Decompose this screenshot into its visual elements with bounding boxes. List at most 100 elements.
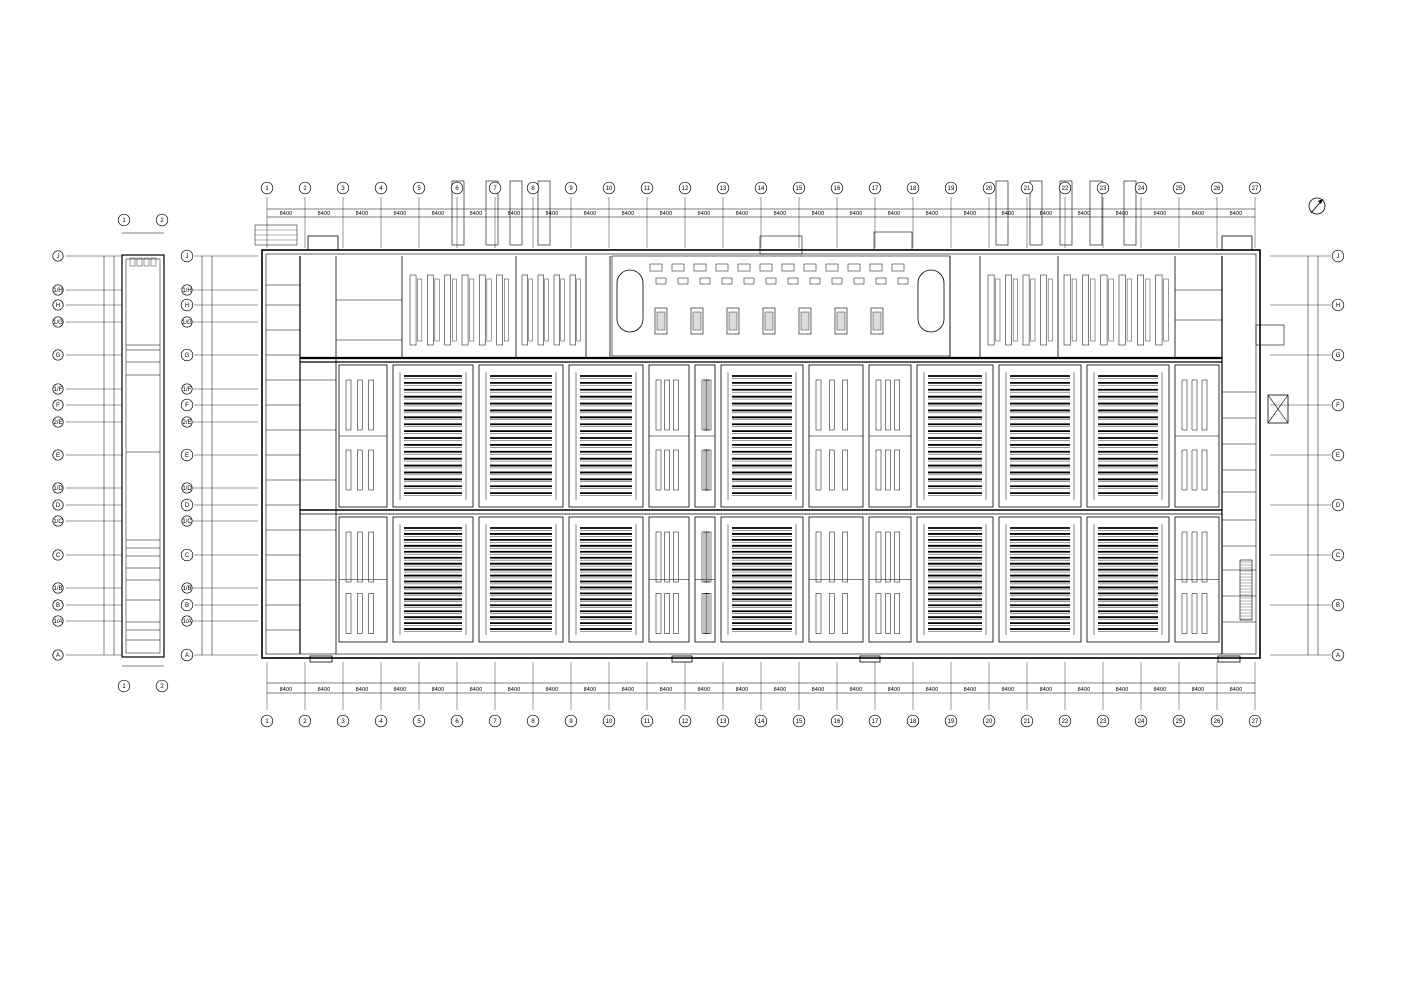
side-row-E-label: E <box>56 453 60 459</box>
side-row-1-H-label: 1/H <box>53 288 62 294</box>
desk <box>891 263 905 272</box>
vent-stack <box>509 180 523 246</box>
production-bay <box>916 364 994 508</box>
rounded-tank <box>917 269 945 333</box>
bottom-axis-14-circle <box>754 714 768 728</box>
process-unit-inner <box>692 311 702 331</box>
top-axis-17-circle <box>868 181 882 195</box>
process-unit-inner <box>728 311 738 331</box>
bottom-axis-24-label: 24 <box>1138 719 1145 725</box>
top-axis-25-label: 25 <box>1176 186 1183 192</box>
cabinet <box>673 449 679 491</box>
east-shaft <box>1267 394 1289 424</box>
top-axis-6-label: 6 <box>455 186 459 192</box>
right-axis-B-circle <box>1331 598 1345 612</box>
entrance-canopy <box>759 235 803 255</box>
desk <box>809 277 821 285</box>
dimension-text: 8400 <box>812 211 825 217</box>
top-axis-21-circle <box>1020 181 1034 195</box>
desk <box>875 277 887 285</box>
cabinet <box>1201 593 1208 634</box>
dimension-text: 8400 <box>622 211 635 217</box>
cabinet <box>875 449 882 491</box>
cabinet <box>368 449 374 491</box>
door-icon <box>1217 655 1241 663</box>
side-row-B-label: B <box>56 603 60 609</box>
side-row-H-circle <box>52 299 64 311</box>
right-axis-J-circle <box>1331 249 1345 263</box>
equipment-cabinet <box>427 274 434 346</box>
main-floor-plan: 8400840084008400840084008400840084008400… <box>254 180 1289 710</box>
cabinet <box>894 449 900 491</box>
stair-icon <box>1239 559 1253 621</box>
top-axis-25-circle <box>1172 181 1186 195</box>
cabinet <box>815 531 822 583</box>
left-axis-A-circle <box>180 648 194 662</box>
equipment-cabinet <box>553 274 560 346</box>
cabinet <box>345 593 352 634</box>
inner-axis-1-D-circle <box>181 482 193 494</box>
bottom-axis-21-circle <box>1020 714 1034 728</box>
vent-stack <box>485 180 499 246</box>
dimension-text: 8400 <box>888 211 901 217</box>
cabinet <box>357 379 363 431</box>
left-axis-A-label: A <box>185 653 189 659</box>
bottom-axis-23-label: 23 <box>1100 719 1107 725</box>
side-row-2-E-circle <box>52 416 64 428</box>
equipment-cabinet <box>1005 274 1012 346</box>
cabinet <box>1181 593 1188 634</box>
dimension-text: 8400 <box>394 211 407 217</box>
bottom-axis-24-circle <box>1134 714 1148 728</box>
cabinet <box>705 379 712 431</box>
dimension-text: 8400 <box>774 211 787 217</box>
cabinet <box>345 379 352 431</box>
process-unit <box>654 307 668 335</box>
north-arrow-head <box>1318 199 1323 204</box>
side-row-F-circle <box>52 399 64 411</box>
side-row-1-D-circle <box>52 482 64 494</box>
dimension-text: 8400 <box>660 687 673 693</box>
process-unit <box>726 307 740 335</box>
top-axis-11-label: 11 <box>644 186 651 192</box>
top-axis-5-circle <box>412 181 426 195</box>
left-axis-G-circle <box>180 348 194 362</box>
bottom-axis-17-label: 17 <box>872 719 879 725</box>
production-bay <box>720 364 804 508</box>
top-axis-4-label: 4 <box>379 186 383 192</box>
bottom-axis-5-circle <box>412 714 426 728</box>
right-axis-H-circle <box>1331 298 1345 312</box>
production-bay <box>720 516 804 643</box>
inner-axis-1-C-label: 1/C <box>182 519 192 525</box>
top-axis-9-circle <box>564 181 578 195</box>
bottom-axis-11-label: 11 <box>644 719 651 725</box>
side-row-1-B-circle <box>52 582 64 594</box>
cabinet <box>703 449 710 491</box>
side-row-G-label: G <box>56 353 61 359</box>
left-axis-E-circle <box>180 448 194 462</box>
desk <box>671 263 685 272</box>
cabinet <box>705 531 712 583</box>
equipment-cabinet <box>1012 278 1018 342</box>
left-axis-C-circle <box>180 548 194 562</box>
bottom-axis-7-circle <box>488 714 502 728</box>
right-axis-J-label: J <box>1337 254 1340 260</box>
top-axis-15-circle <box>792 181 806 195</box>
side-fixture <box>129 257 136 267</box>
dimension-text: 8400 <box>812 687 825 693</box>
equipment-cabinet <box>1090 278 1096 342</box>
cabinet <box>1201 379 1208 431</box>
top-axis-26-label: 26 <box>1214 186 1221 192</box>
bottom-axis-20-circle <box>982 714 996 728</box>
equipment-cabinet <box>1155 274 1163 346</box>
cabinet <box>357 593 363 634</box>
production-bay <box>998 516 1082 643</box>
bottom-axis-7-label: 7 <box>493 719 497 725</box>
left-axis-B-circle <box>180 598 194 612</box>
desk <box>787 277 799 285</box>
side-top-axis-1-circle <box>117 213 131 227</box>
top-axis-9-label: 9 <box>569 186 573 192</box>
bottom-axis-18-circle <box>906 714 920 728</box>
desk <box>853 277 865 285</box>
cabinet <box>875 593 882 634</box>
